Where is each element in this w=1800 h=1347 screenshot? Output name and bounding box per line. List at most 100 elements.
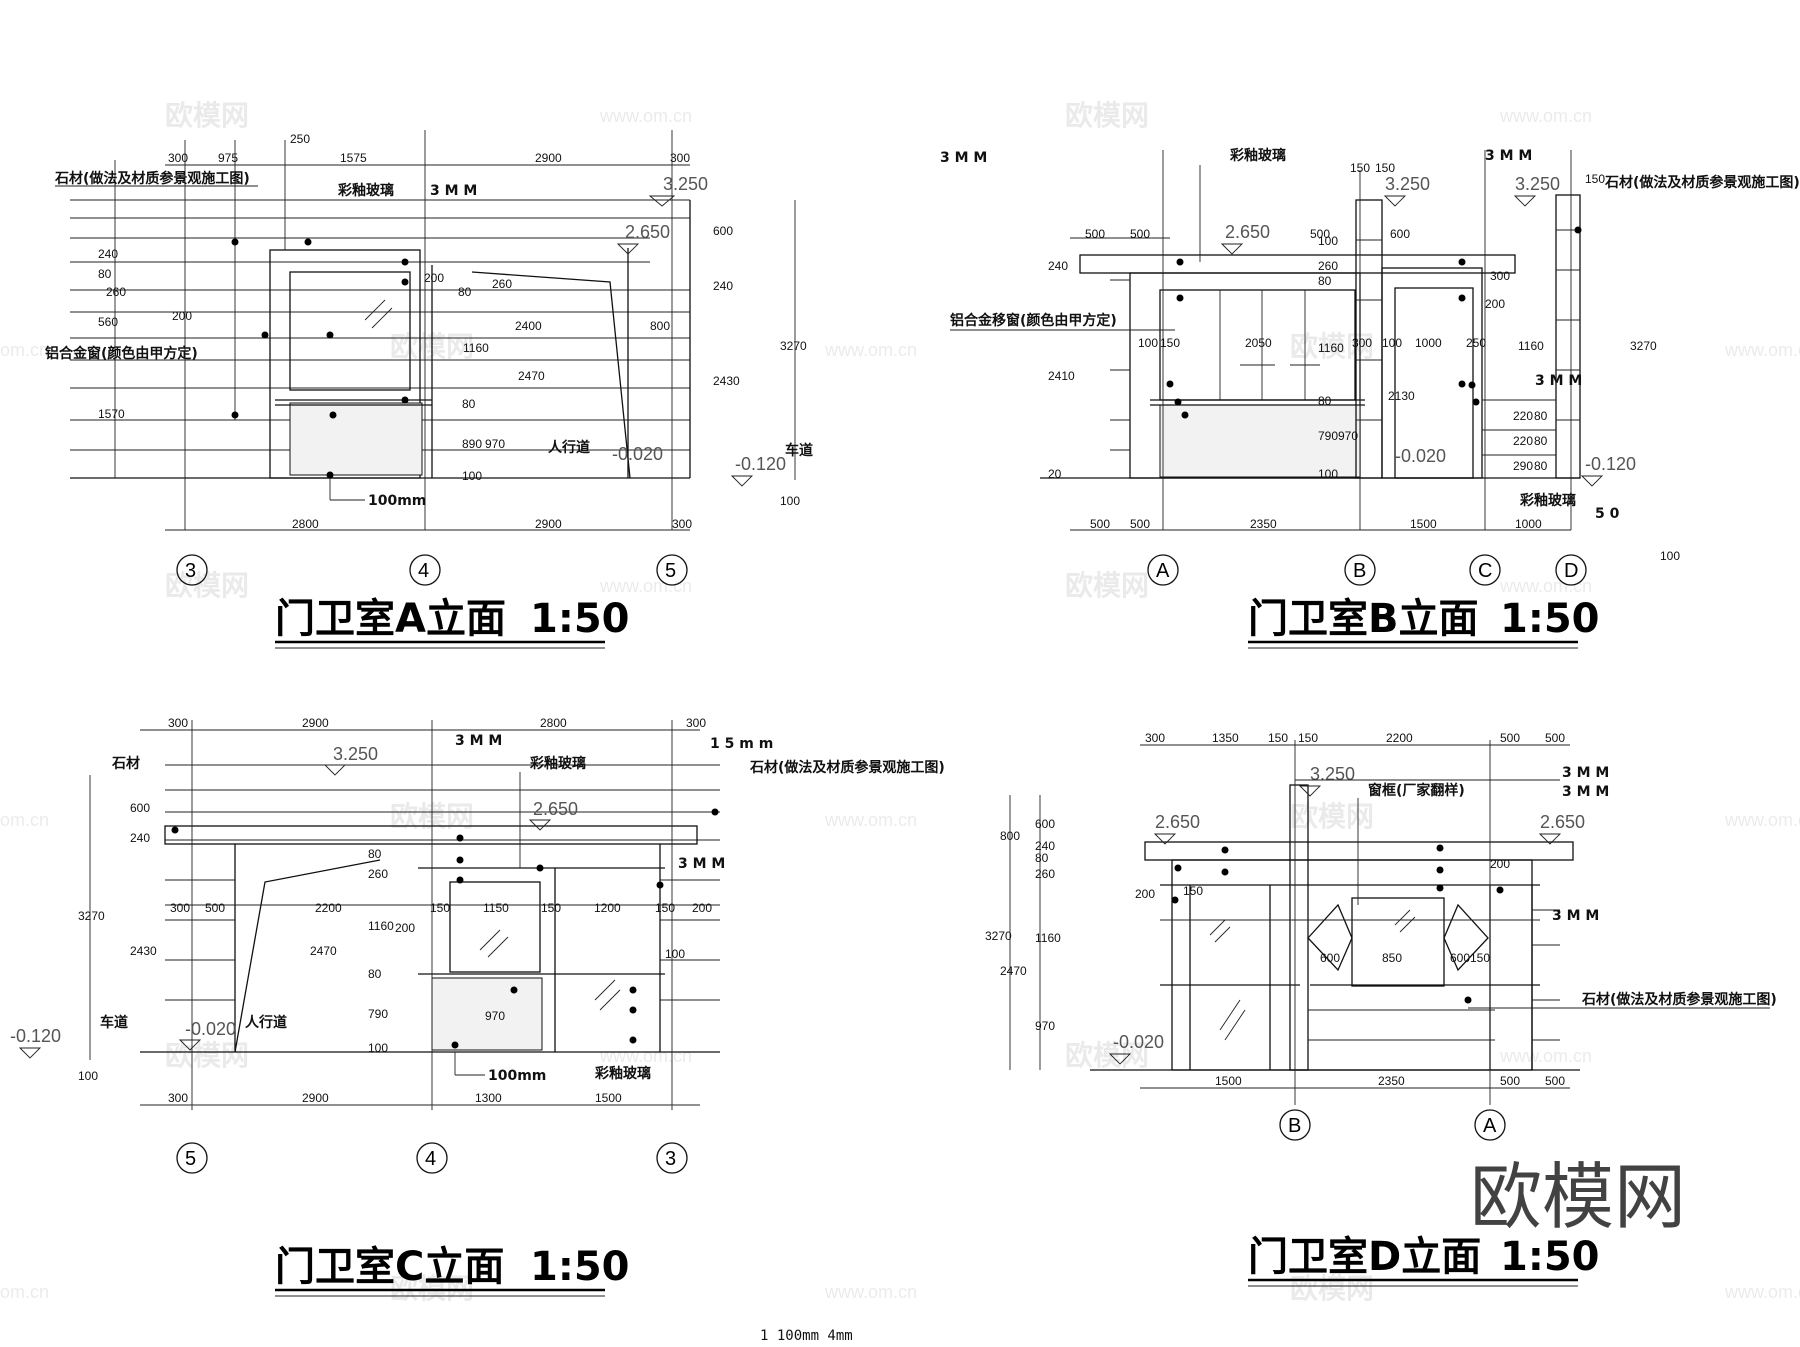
watermark-brand: 欧模网 — [1290, 800, 1374, 833]
label-50: 5 0 — [1595, 506, 1620, 522]
elevation-a-ramp — [471, 271, 631, 479]
watermark-url: www.om.cn — [1724, 810, 1800, 830]
dim-text: 600 — [130, 801, 150, 815]
dim-text: 300 — [672, 517, 692, 531]
dim-text: 790 — [1318, 429, 1338, 443]
dim-text: 300 — [1145, 731, 1165, 745]
elevation-b-levels: 3.250 2.650 3.250 -0.020 -0.120 — [1220, 174, 1636, 487]
dim-text: 1160 — [463, 341, 489, 355]
dim-text: 800 — [1000, 829, 1020, 843]
elevation-c-leader-dots — [171, 808, 719, 1049]
dim-text: 150 — [1375, 161, 1395, 175]
label-15mm: 1 5 m m — [710, 736, 773, 752]
dim-text: 2900 — [302, 716, 329, 730]
label-stone: 石材(做法及材质参景观施工图) — [54, 170, 250, 187]
dim-text: 2200 — [315, 901, 342, 915]
elevation-a-top-dims: 300 975 250 1575 2900 300 — [168, 132, 690, 165]
dim-text: 150 — [541, 901, 561, 915]
elevation-b-inner-dims: 100 150 2050 300 100 1000 250 2130 220 2… — [1138, 336, 1548, 473]
watermark-url: www.om.cn — [1724, 1282, 1800, 1302]
grid-label: 3 — [185, 560, 196, 582]
dim-text: 100 — [780, 494, 800, 508]
dim-text: 800 — [650, 319, 670, 333]
dim-text: 970 — [1338, 429, 1358, 443]
dim-text: 500 — [1545, 731, 1565, 745]
label-sidewalk: 人行道 — [245, 1014, 287, 1031]
dim-text: 3270 — [780, 339, 807, 353]
dim-text: 500 — [1500, 1074, 1520, 1088]
brand-logo: 欧模网 — [1470, 1155, 1686, 1239]
dim-text: 240 — [98, 247, 118, 261]
level-mark: -0.020 — [185, 1019, 236, 1039]
elevation-a-scale: 1:50 — [530, 596, 630, 642]
dim-text: 100 — [1318, 234, 1338, 248]
dim-text: 100 — [368, 1041, 388, 1055]
level-mark: 3.250 — [333, 744, 378, 764]
elevation-a-stone-panel — [289, 402, 423, 476]
watermark-url: www.om.cn — [599, 1046, 692, 1066]
elevation-b-top-dims: 500 500 500 150 150 600 150 — [1085, 161, 1605, 241]
grid-label: C — [1478, 560, 1492, 582]
dim-text: 150 — [430, 901, 450, 915]
elevation-c-annotations: 石材 石材(做法及材质参景观施工图) 3 M M 1 5 m m 彩釉玻璃 3 … — [100, 733, 945, 1084]
level-mark: -0.120 — [10, 1026, 61, 1046]
dim-text: 240 — [130, 831, 150, 845]
grid-label: 4 — [418, 560, 429, 582]
dim-text: 100 — [462, 469, 482, 483]
dim-text: 500 — [1310, 227, 1330, 241]
grid-label: A — [1156, 560, 1170, 582]
label-3mm: 3 M M — [430, 183, 477, 199]
dim-text: 300 — [168, 1091, 188, 1105]
dim-text: 150 — [655, 901, 675, 915]
dim-text: 600 — [713, 224, 733, 238]
watermark-brand: 欧模网 — [1065, 1039, 1149, 1072]
watermark-url: om.cn — [0, 810, 49, 830]
level-mark: 3.250 — [1515, 174, 1560, 194]
dim-text: 240 — [1035, 839, 1055, 853]
dim-text: 2050 — [1245, 336, 1272, 350]
elevation-c-title: 门卫室C立面 — [275, 1244, 504, 1290]
elevation-d-cladding — [1532, 909, 1560, 1041]
dim-text: 260 — [492, 277, 512, 291]
dim-text: 200 — [424, 271, 444, 285]
label-glass: 彩釉玻璃 — [337, 182, 394, 199]
elevation-d-leader-dots — [1171, 844, 1504, 1004]
dim-text: 2800 — [540, 716, 567, 730]
label-glass: 彩釉玻璃 — [1519, 492, 1576, 509]
watermark-brand: 欧模网 — [1065, 99, 1149, 132]
level-mark: 2.650 — [1225, 222, 1270, 242]
dim-text: 2130 — [1388, 389, 1415, 403]
label-3mm: 3 M M — [1562, 765, 1609, 781]
dim-text: 150 — [1470, 951, 1490, 965]
label-3mm: 3 M M — [1535, 373, 1582, 389]
grid-label: 5 — [185, 1148, 196, 1170]
elevation-c-top-dims: 300 2900 2800 300 — [168, 716, 706, 730]
elevation-a-levels: 3.250 2.650 -0.020 -0.120 — [612, 174, 786, 487]
dim-text: 200 — [1490, 857, 1510, 871]
dim-text: 600 — [1035, 817, 1055, 831]
elevation-b-grid-bubbles: A B C D — [1147, 554, 1587, 586]
dim-text: 2350 — [1250, 517, 1277, 531]
dim-text: 500 — [1090, 517, 1110, 531]
dim-text: 150 — [1183, 884, 1203, 898]
dim-text: 80 — [1534, 409, 1548, 423]
dim-text: 100 — [1660, 549, 1680, 563]
label-3mm: 3 M M — [678, 856, 725, 872]
watermark-url: www.om.cn — [1499, 106, 1592, 126]
dim-text: 1575 — [340, 151, 367, 165]
dim-text: 1160 — [1035, 931, 1061, 945]
dim-text: 1160 — [1318, 341, 1344, 355]
dim-text: 240 — [1048, 259, 1068, 273]
watermark-brand: 欧模网 — [1290, 1272, 1374, 1305]
label-100mm: 100mm — [368, 493, 426, 509]
dim-text: 300 — [670, 151, 690, 165]
level-mark: 2.650 — [1540, 812, 1585, 832]
dim-text: 300 — [170, 901, 190, 915]
label-3mm: 3 M M — [455, 733, 502, 749]
label-glass: 彩釉玻璃 — [594, 1065, 651, 1082]
dim-text: 1150 — [483, 901, 509, 915]
level-mark: -0.120 — [735, 454, 786, 474]
dim-text: 850 — [1382, 951, 1402, 965]
dim-text: 2800 — [292, 517, 319, 531]
